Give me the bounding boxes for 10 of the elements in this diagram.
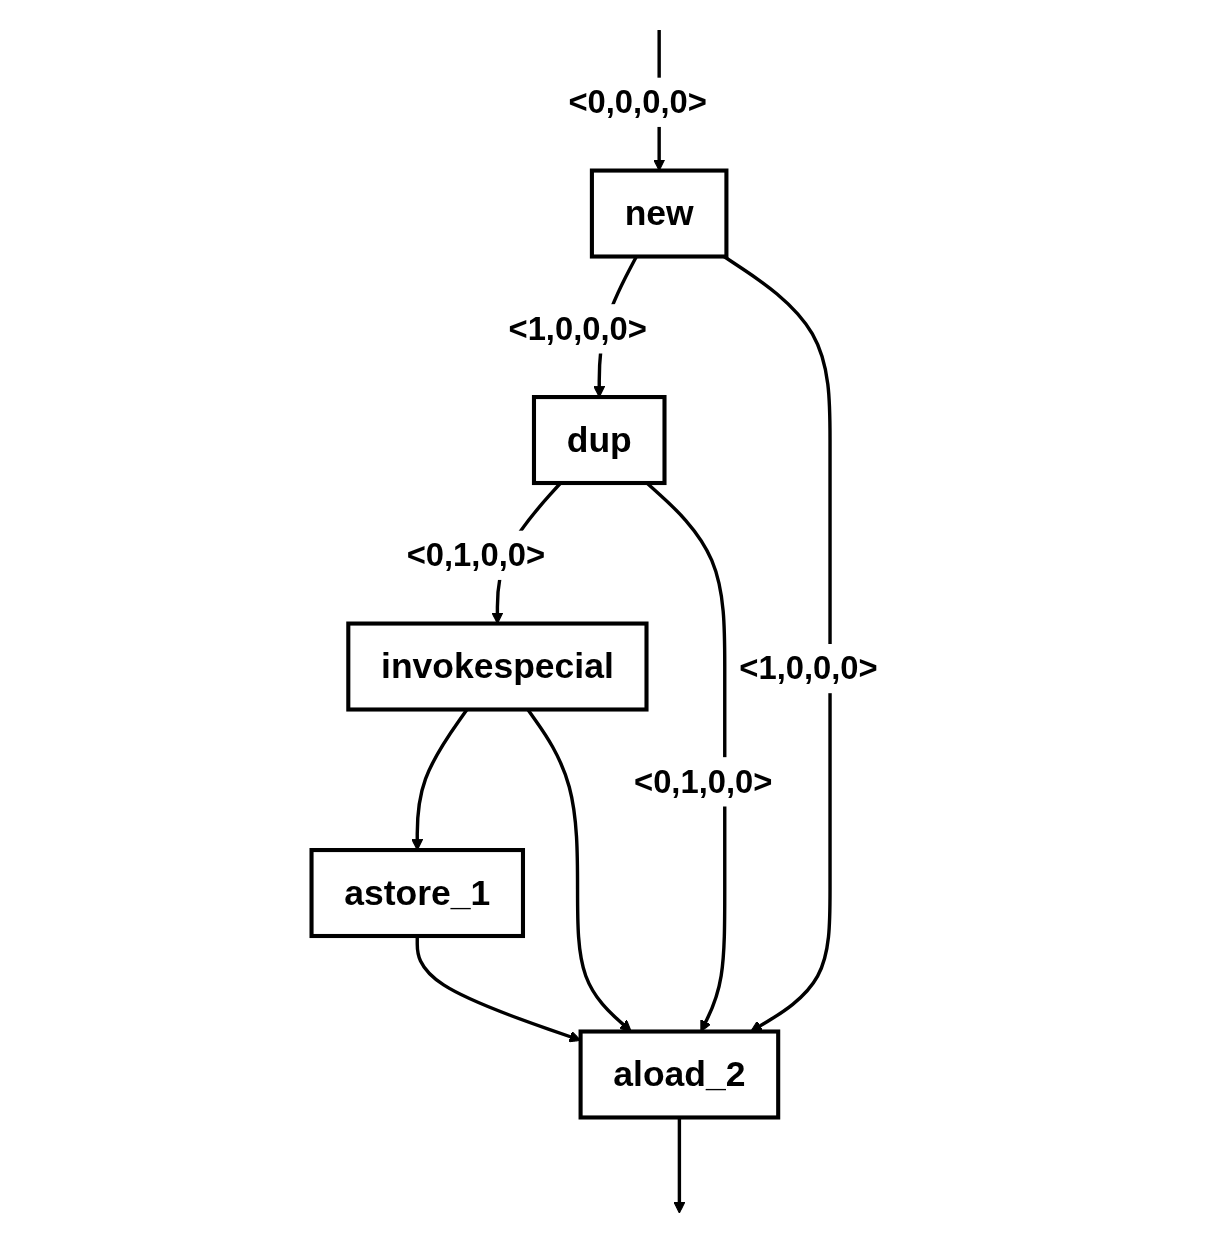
- node-box: astore_1: [309, 848, 526, 939]
- node-box: new: [589, 168, 729, 259]
- edge-label: <0,1,0,0>: [406, 536, 546, 574]
- node-box: invokespecial: [346, 621, 649, 712]
- node-box: dup: [531, 395, 667, 486]
- edge-label: <0,0,0,0>: [568, 83, 707, 121]
- edge-label: <0,1,0,0>: [634, 762, 773, 800]
- node-box: aload_2: [578, 1029, 781, 1120]
- edge-label: <1,0,0,0>: [739, 649, 878, 687]
- edge-label: <1,0,0,0>: [508, 309, 647, 347]
